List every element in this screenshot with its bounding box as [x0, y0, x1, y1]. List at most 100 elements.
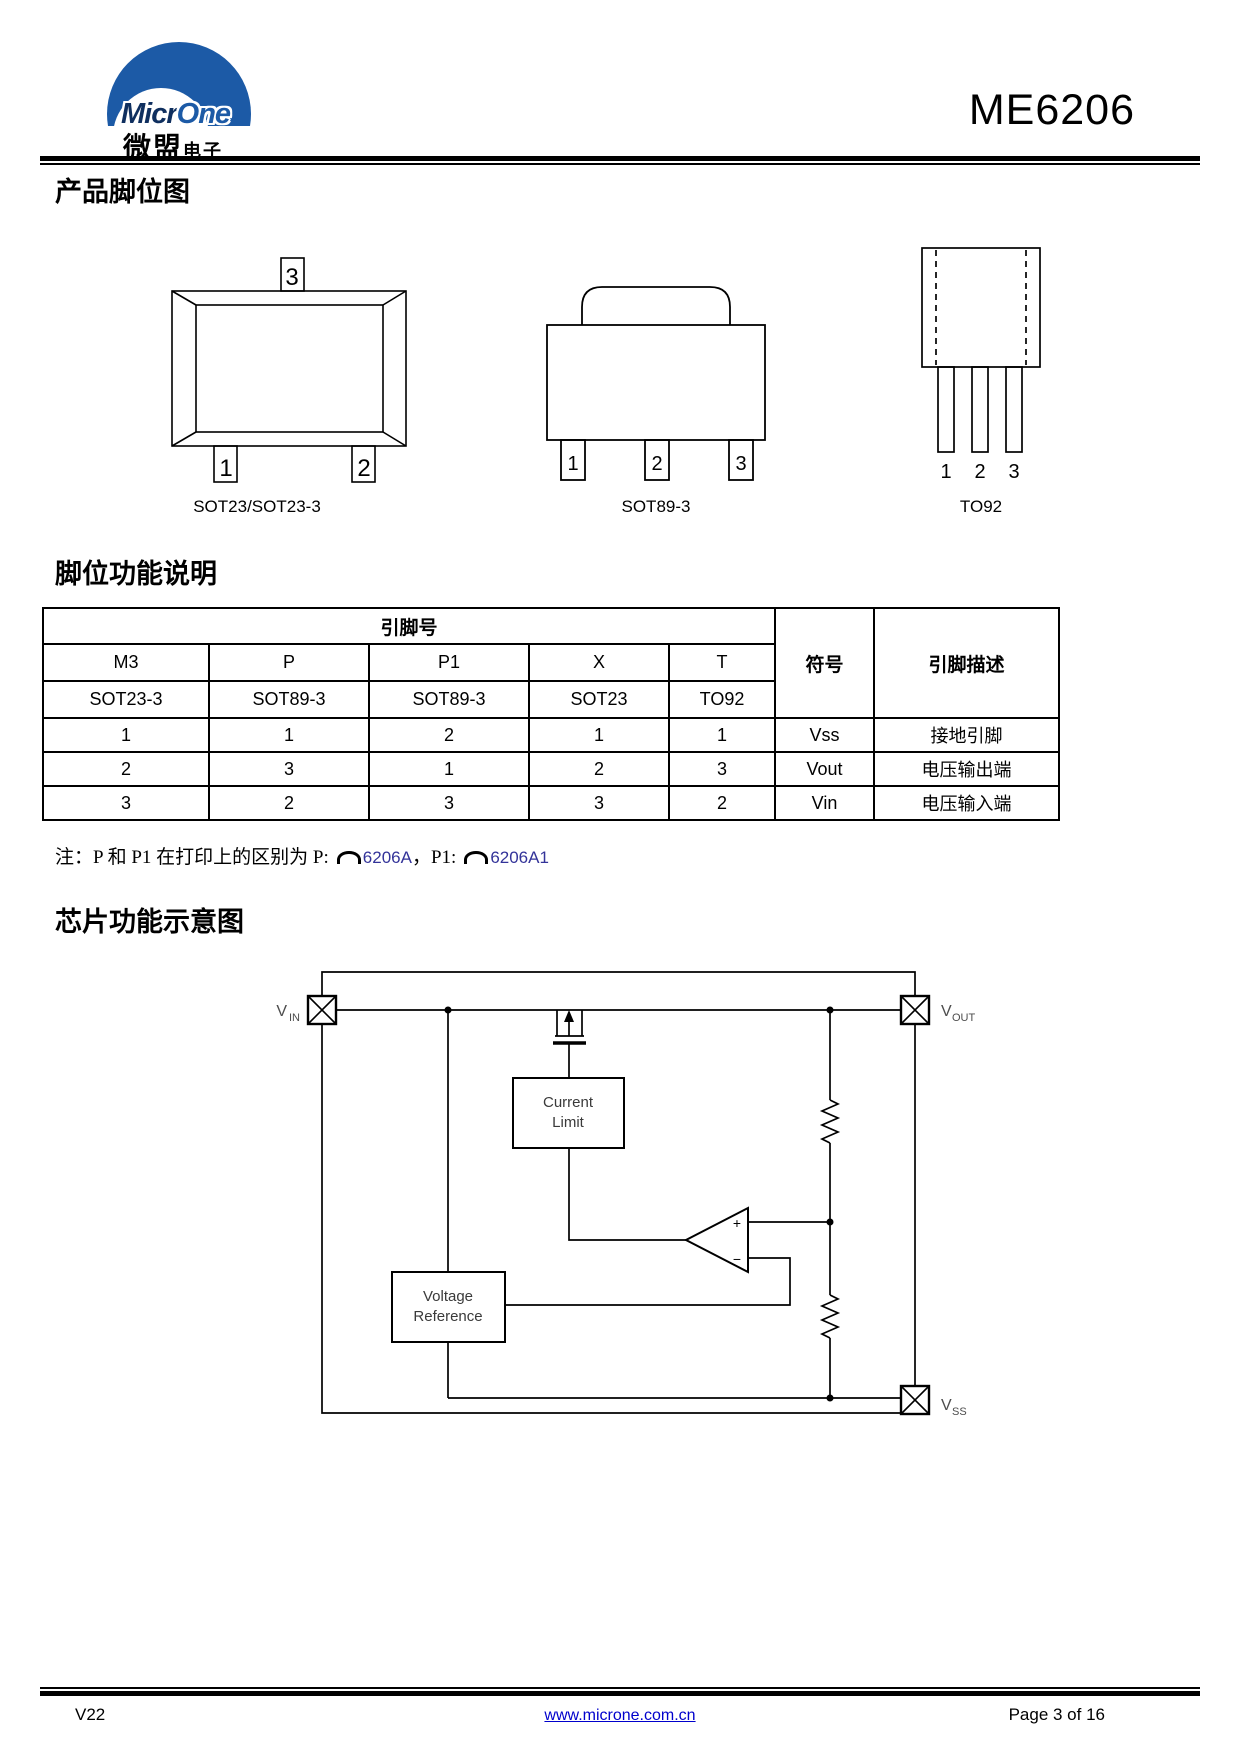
- sot23-pin2-number: 2: [357, 455, 370, 482]
- section-title-pin-function: 脚位功能说明: [55, 559, 217, 589]
- vout-pad-x: [900, 995, 930, 1025]
- footer-version: V22: [75, 1705, 106, 1724]
- opamp-minus-feedback-wire: [505, 1257, 791, 1306]
- footer-rule-thick: [40, 1691, 1200, 1696]
- voltage-reference-label-1: Voltage: [423, 1288, 473, 1305]
- sot23-pin1-number: 1: [219, 455, 232, 482]
- pin-cell: 2: [42, 751, 210, 787]
- junction-dot: [444, 1006, 452, 1014]
- marking-arch-icon: [336, 851, 361, 864]
- package-cell: SOT23: [528, 680, 670, 719]
- table-row-vss: 1 1 2 1 1 Vss 接地引脚: [42, 717, 1061, 753]
- sot89-drawing: [546, 286, 766, 481]
- header-rule-thick: [40, 156, 1200, 161]
- pin-cell: 2: [667, 785, 777, 821]
- table-header-pin-number: 引脚号: [41, 607, 777, 645]
- footer-page-number: Page 3 of 16: [1008, 1705, 1105, 1724]
- description-cell: 电压输入端: [873, 785, 1061, 821]
- pin-cell: 1: [208, 717, 370, 753]
- pin-cell: 3: [667, 751, 777, 787]
- sot23-body-outer: [171, 290, 407, 447]
- symbol-cell: Vss: [774, 717, 876, 753]
- sot89-pin1-box: [560, 439, 586, 481]
- to92-pin3-number: 3: [1008, 461, 1019, 483]
- voltage-reference-label-2: Reference: [413, 1308, 482, 1325]
- sot89-pin2-number: 2: [651, 453, 662, 475]
- to92-pin1-number: 1: [940, 461, 951, 483]
- symbol-cell: Vout: [774, 751, 876, 787]
- table-row-vout: 2 3 1 2 3 Vout 电压输出端: [42, 751, 1061, 787]
- variant-cell: T: [667, 643, 777, 682]
- caption-sot23: SOT23/SOT23-3: [193, 497, 321, 516]
- pin-function-table: 引脚号 符号 引脚描述 M3 P P1 X T SOT23-3 SOT89-3 …: [41, 607, 1061, 821]
- caption-to92: TO92: [959, 497, 1003, 516]
- vout-label-sub: OUT: [952, 1012, 976, 1024]
- to92-drawing: [921, 247, 1041, 453]
- vin-label: V: [276, 1003, 287, 1020]
- note-separator: ，P1:: [411, 847, 457, 868]
- marking-p: 6206A: [362, 848, 412, 867]
- footer-rule-thin: [40, 1687, 1200, 1689]
- to92-body: [921, 247, 1041, 368]
- opamp-plus-sign: +: [733, 1215, 741, 1231]
- current-limit-label-1: Current: [543, 1094, 594, 1111]
- error-amplifier: [683, 1206, 749, 1274]
- pads: [306, 994, 931, 1416]
- sot89-pin1-number: 1: [567, 453, 578, 475]
- package-cell: SOT23-3: [42, 680, 210, 719]
- sot89-pin3-box: [728, 439, 754, 481]
- junction-dot: [826, 1394, 834, 1402]
- table-header-symbol: 符号: [774, 607, 876, 719]
- to92-leg2: [971, 366, 989, 453]
- vin-pad-x: [307, 995, 337, 1025]
- frame-left-bottom: [321, 1024, 901, 1414]
- pin-cell: 2: [208, 785, 370, 821]
- product-title: ME6206: [968, 86, 1135, 134]
- sot89-pin3-number: 3: [735, 453, 746, 475]
- variant-cell: X: [528, 643, 670, 682]
- pin-cell: 1: [42, 717, 210, 753]
- section-title-block-diagram: 芯片功能示意图: [55, 907, 244, 937]
- logo-wordmark: MicrOne: [121, 98, 231, 131]
- caption-sot89: SOT89-3: [621, 497, 691, 516]
- vout-label: V: [941, 1003, 952, 1020]
- current-limit-to-opamp-wire: [568, 1148, 686, 1241]
- to92-leg1: [937, 366, 955, 453]
- pin-cell: 3: [368, 785, 530, 821]
- footer-rule: [40, 1687, 1200, 1696]
- package-cell: TO92: [667, 680, 777, 719]
- junction-dot: [826, 1218, 834, 1226]
- junction-dots: [444, 1006, 834, 1402]
- marking-arch-icon: [464, 851, 489, 864]
- logo-art: [95, 42, 265, 126]
- current-limit-label-2: Limit: [552, 1114, 585, 1131]
- sot89-pin2-box: [644, 439, 670, 481]
- sot89-tab: [581, 286, 731, 325]
- sot89-body: [546, 324, 766, 441]
- resistor-top: [819, 1099, 841, 1144]
- voltage-reference-block: [391, 1271, 506, 1343]
- pin-cell: 1: [667, 717, 777, 753]
- vss-label-sub: SS: [952, 1406, 967, 1418]
- sot23-pin1-box: [213, 445, 238, 483]
- opamp-minus-sign: −: [733, 1251, 741, 1267]
- header-rule: [40, 156, 1200, 165]
- to92-pin2-number: 2: [974, 461, 985, 483]
- diagram-wires: [321, 971, 916, 1414]
- sot23-pin3-number: 3: [285, 264, 298, 291]
- resistor-bottom: [819, 1294, 841, 1339]
- pin-cell: 3: [42, 785, 210, 821]
- website-link[interactable]: www.microne.com.cn: [544, 1707, 696, 1724]
- pin-cell: 2: [528, 751, 670, 787]
- function-blocks: [391, 1077, 749, 1343]
- logo-wordmark-one: One: [176, 98, 231, 130]
- description-cell: 接地引脚: [873, 717, 1061, 753]
- frame-top: [321, 971, 916, 996]
- company-logo: MicrOne 微盟电子: [95, 42, 275, 163]
- pin-cell: 1: [368, 751, 530, 787]
- current-limit-block: [512, 1077, 625, 1149]
- footer-website: www.microne.com.cn: [0, 1705, 1240, 1725]
- package-drawings: 3 1 2 1 2 3 1 2 3: [171, 247, 1041, 483]
- package-cell: SOT89-3: [368, 680, 530, 719]
